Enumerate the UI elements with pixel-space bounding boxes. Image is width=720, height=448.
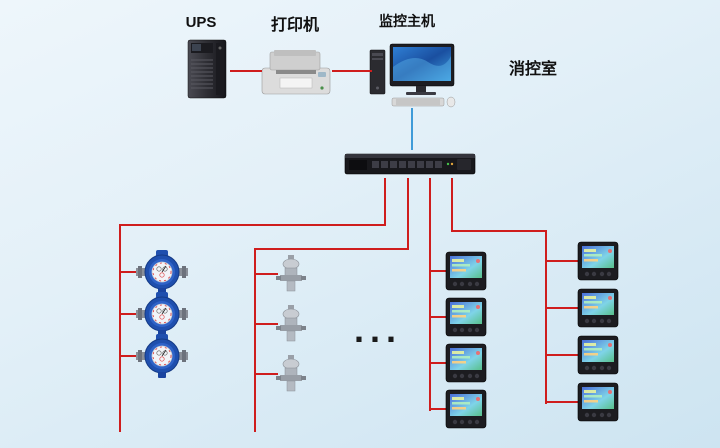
connector-stub	[547, 307, 579, 309]
connector-line	[254, 248, 409, 250]
power-meter-icon	[445, 343, 487, 383]
water-meter-icon	[136, 292, 188, 336]
switch-device-icon	[344, 150, 476, 178]
power-meter-icon	[445, 389, 487, 429]
connector-line	[451, 230, 547, 232]
connector-stub	[256, 373, 278, 375]
connector-stub	[256, 273, 278, 275]
power-meter-icon	[445, 251, 487, 291]
connector-stub	[431, 270, 447, 272]
connector-stub	[431, 316, 447, 318]
ups-device-icon	[184, 38, 230, 100]
connector-stub	[431, 408, 447, 410]
ups-label: UPS	[185, 14, 217, 31]
connector-host-switch	[411, 108, 413, 150]
power-meter-icon	[577, 382, 619, 422]
ellipsis-more-devices: ...	[353, 309, 402, 350]
water-meter-icon	[136, 334, 188, 378]
connector-stub	[121, 313, 141, 315]
connector-stub	[431, 362, 447, 364]
valve-sensor-icon	[276, 255, 306, 293]
power-meter-icon	[445, 297, 487, 337]
connector-line	[451, 178, 453, 232]
printer-device-icon	[260, 48, 332, 98]
printer-label: 打印机	[270, 17, 319, 34]
connector-line	[407, 178, 409, 250]
connector-stub	[121, 355, 141, 357]
connector-line	[545, 230, 547, 404]
connector-printer-host	[332, 70, 372, 72]
connector-stub	[121, 271, 141, 273]
connector-line	[254, 248, 256, 432]
connector-line	[119, 224, 121, 432]
connector-line	[429, 178, 431, 411]
valve-sensor-icon	[276, 355, 306, 393]
power-meter-icon	[577, 241, 619, 281]
connector-ups-printer	[230, 70, 262, 72]
connector-stub	[547, 401, 579, 403]
water-meter-icon	[136, 250, 188, 294]
connector-line	[384, 178, 386, 226]
connector-line	[119, 224, 386, 226]
power-meter-icon	[577, 335, 619, 375]
connector-stub	[547, 260, 579, 262]
power-meter-icon	[577, 288, 619, 328]
connector-stub	[256, 323, 278, 325]
host-label: 监控主机	[379, 13, 435, 29]
connector-stub	[547, 354, 579, 356]
control-room-label: 消控室	[508, 61, 557, 78]
monitoring-host-icon	[368, 42, 458, 108]
valve-sensor-icon	[276, 305, 306, 343]
